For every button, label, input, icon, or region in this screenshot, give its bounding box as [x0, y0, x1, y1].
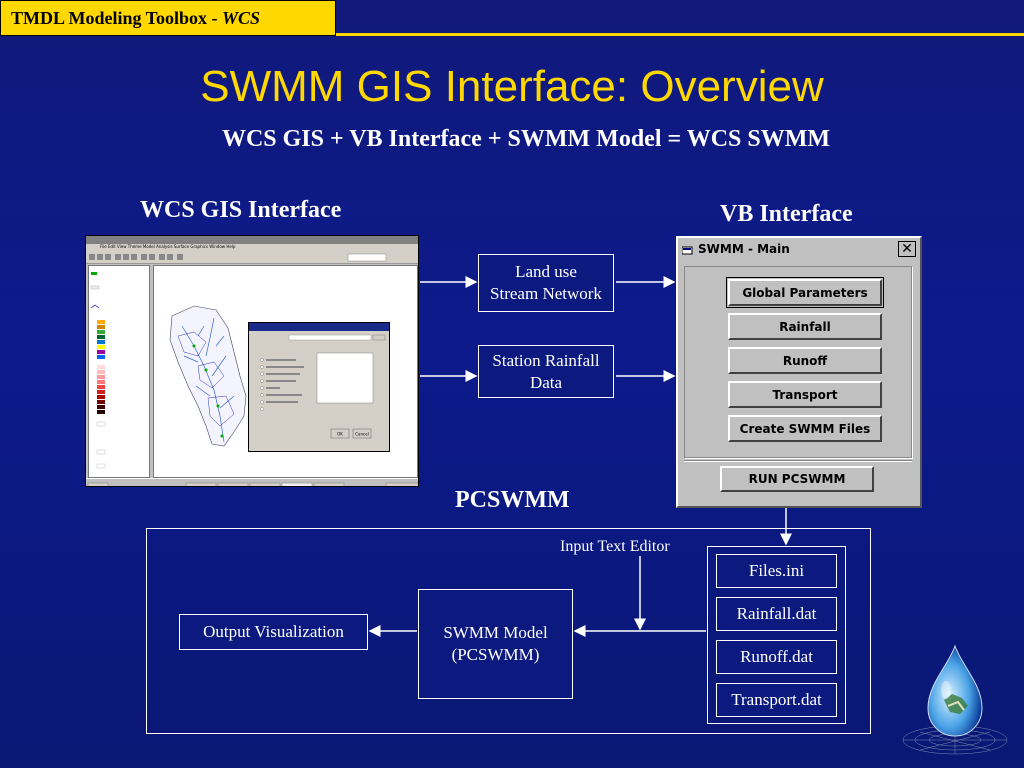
file-item: Files.ini: [716, 554, 837, 588]
swmm-main-window: SWMM - Main ✕ Global Parameters Rainfall…: [676, 236, 922, 508]
file-item: Transport.dat: [716, 683, 837, 717]
gis-taskbar-items: [87, 482, 418, 486]
stream-network-text: Stream Network: [490, 284, 602, 303]
gis-titlebar: [86, 236, 418, 244]
create-swmm-files-button[interactable]: Create SWMM Files: [728, 415, 882, 442]
global-parameters-button[interactable]: Global Parameters: [726, 277, 884, 308]
gis-taskbar: [86, 478, 418, 486]
gis-dialog-caption: [249, 323, 389, 331]
swmm-window-titlebar: SWMM - Main ✕: [678, 238, 920, 260]
gis-legend-swatches: [90, 272, 106, 469]
water-drop-globe-logo: [902, 644, 1008, 755]
station-rainfall-box: Station Rainfall Data: [478, 345, 614, 398]
vb-interface-label: VB Interface: [720, 201, 853, 227]
run-pcswmm-button[interactable]: RUN PCSWMM: [720, 466, 874, 492]
transport-button[interactable]: Transport: [728, 381, 882, 408]
swmm-model-text: SWMM Model: [443, 623, 548, 642]
runoff-button[interactable]: Runoff: [728, 347, 882, 374]
station-rainfall-text: Station Rainfall: [492, 350, 600, 370]
gis-toolbar-icons: [89, 253, 387, 262]
pcswmm-frame: [146, 528, 871, 734]
gis-screenshot: File Edit View Theme Model Analysis Surf…: [85, 235, 419, 487]
swmm-window-title: SWMM - Main: [698, 242, 790, 256]
pcswmm-label: PCSWMM: [455, 487, 570, 513]
gis-interface-label: WCS GIS Interface: [140, 197, 342, 223]
gis-dialog-ok: OK: [337, 432, 343, 437]
gis-dialog-cancel: Cancel: [355, 432, 369, 437]
top-banner: TMDL Modeling Toolbox - WCS: [0, 0, 336, 36]
gis-legend: [88, 265, 150, 478]
window-app-icon: [681, 244, 694, 255]
file-item: Rainfall.dat: [716, 597, 837, 631]
pcswmm-text: (PCSWMM): [451, 645, 540, 664]
banner-rule: [336, 33, 1024, 36]
banner-italic: WCS: [222, 7, 261, 28]
page-subtitle: WCS GIS + VB Interface + SWMM Model = WC…: [221, 126, 831, 152]
file-item: Runoff.dat: [716, 640, 837, 674]
watershed-map-icon: [169, 305, 247, 447]
gis-menubar: File Edit View Theme Model Analysis Surf…: [86, 244, 418, 251]
rainfall-button[interactable]: Rainfall: [728, 313, 882, 340]
page-title: SWMM GIS Interface: Overview: [200, 62, 824, 111]
swmm-button-group: Global Parameters Rainfall Runoff Transp…: [684, 266, 912, 458]
gis-setup-dialog: OK Cancel: [248, 322, 390, 452]
gis-toolbar: [86, 251, 418, 264]
landuse-text: Land use: [515, 262, 577, 281]
output-visualization-box: Output Visualization: [179, 614, 368, 650]
landuse-stream-box: Land use Stream Network: [478, 254, 614, 312]
rainfall-data-text: Data: [529, 372, 563, 392]
swmm-model-box: SWMM Model (PCSWMM): [418, 589, 573, 699]
close-icon[interactable]: ✕: [898, 241, 916, 257]
input-text-editor-label: Input Text Editor: [560, 538, 670, 555]
banner-text: TMDL Modeling Toolbox -: [11, 7, 218, 28]
window-separator: [684, 460, 912, 462]
gis-dialog-contents: OK Cancel: [260, 334, 386, 439]
input-files-frame: [707, 546, 846, 724]
